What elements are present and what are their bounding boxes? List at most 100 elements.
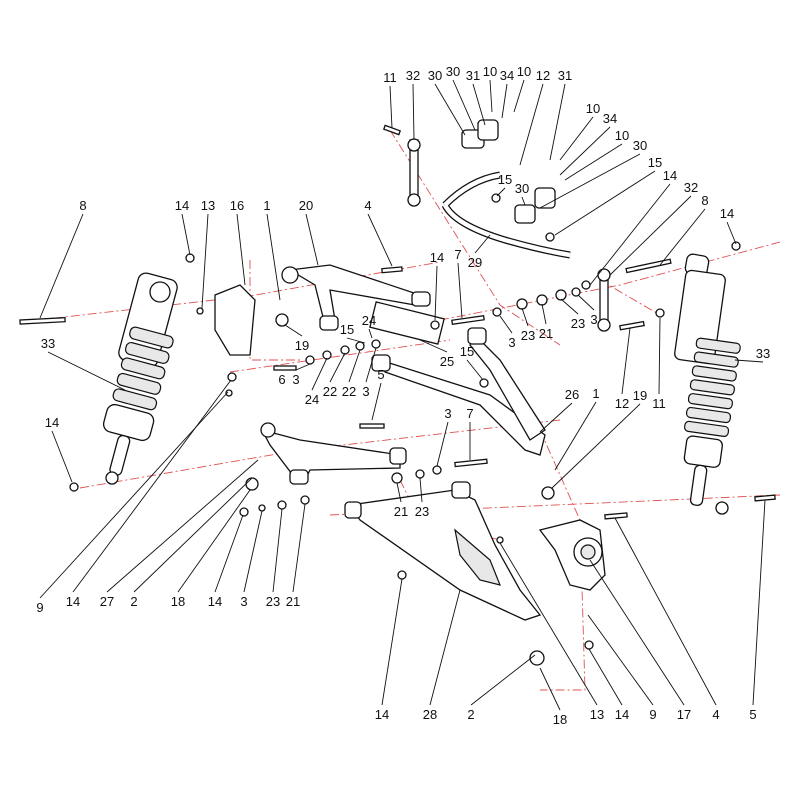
leader-line: [472, 83, 486, 126]
part-callout-30: 30: [446, 64, 460, 79]
leader-line: [365, 347, 377, 383]
leader-line: [346, 337, 366, 344]
part-callout-11: 11: [652, 396, 666, 411]
leader-line: [589, 559, 685, 706]
leader-line: [295, 363, 311, 371]
leader-line: [389, 85, 393, 129]
leader-line: [621, 327, 631, 395]
right-shock-absorber: [674, 253, 741, 515]
leader-line: [466, 359, 484, 381]
leader-line: [474, 234, 491, 254]
leader-line: [412, 83, 415, 141]
part-callout-10: 10: [615, 128, 629, 143]
part-callout-21: 21: [394, 504, 408, 519]
part-callout-3: 3: [444, 406, 451, 421]
part-callout-3: 3: [292, 372, 299, 387]
leader-line: [243, 510, 263, 593]
leader-line: [419, 477, 423, 503]
part-callout-1: 1: [592, 386, 599, 401]
leader-line: [541, 303, 547, 325]
part-callout-33: 33: [41, 336, 55, 351]
sway-bar: [407, 119, 611, 332]
leader-line: [368, 328, 373, 339]
part-callout-30: 30: [428, 68, 442, 83]
leader-line: [589, 183, 671, 286]
part-callout-30: 30: [633, 138, 647, 153]
steering-knuckle: [538, 519, 606, 591]
leader-line: [434, 265, 438, 321]
leader-line: [177, 489, 251, 593]
leader-lines: [39, 79, 766, 711]
leader-line: [292, 503, 306, 593]
leader-line: [521, 196, 526, 206]
right-lower-a-arm: [344, 481, 542, 621]
leader-line: [133, 477, 253, 593]
leader-line: [106, 459, 259, 593]
leader-line: [539, 402, 573, 433]
part-callout-21: 21: [286, 594, 300, 609]
part-callout-24: 24: [305, 392, 319, 407]
part-callout-31: 31: [558, 68, 572, 83]
part-callout-34: 34: [500, 68, 514, 83]
part-callout-2: 2: [467, 707, 474, 722]
leader-line: [609, 195, 692, 276]
leader-line: [519, 83, 544, 166]
part-callout-27: 27: [100, 594, 114, 609]
part-callout-15: 15: [648, 155, 662, 170]
part-callout-12: 12: [536, 68, 550, 83]
part-callout-17: 17: [677, 707, 691, 722]
part-callout-32: 32: [684, 180, 698, 195]
leader-line: [658, 317, 661, 395]
leader-line: [436, 421, 449, 467]
leader-line: [348, 349, 361, 383]
leader-line: [559, 126, 611, 176]
leader-line: [329, 352, 346, 383]
part-callout-14: 14: [663, 168, 677, 183]
leader-line: [214, 514, 244, 593]
leader-line: [554, 401, 597, 471]
leader-line: [47, 351, 126, 391]
leader-line: [659, 208, 706, 266]
leader-line: [305, 213, 319, 266]
part-callout-4: 4: [364, 198, 371, 213]
part-callout-23: 23: [266, 594, 280, 609]
leader-line: [396, 482, 402, 503]
leader-line: [499, 542, 598, 706]
part-callout-14: 14: [45, 415, 59, 430]
leader-line: [496, 187, 506, 197]
part-callout-23: 23: [415, 504, 429, 519]
part-callout-9: 9: [36, 600, 43, 615]
part-callout-15: 15: [460, 344, 474, 359]
leader-line: [367, 213, 393, 267]
leader-line: [236, 213, 246, 286]
leader-line: [726, 221, 737, 245]
leader-line: [434, 83, 466, 136]
part-callout-14: 14: [66, 594, 80, 609]
part-callout-13: 13: [201, 198, 215, 213]
leader-line: [577, 294, 595, 311]
part-callout-8: 8: [701, 193, 708, 208]
part-callout-4: 4: [712, 707, 719, 722]
part-callout-13: 13: [590, 707, 604, 722]
left-upper-a-arm: [214, 264, 445, 356]
part-callout-29: 29: [468, 255, 482, 270]
leader-line: [559, 116, 594, 161]
leader-line: [51, 430, 73, 483]
leader-line: [201, 213, 209, 309]
part-callout-34: 34: [603, 111, 617, 126]
leader-line: [549, 83, 566, 161]
part-callout-14: 14: [720, 206, 734, 221]
part-callout-14: 14: [208, 594, 222, 609]
part-callout-30: 30: [515, 181, 529, 196]
part-callout-21: 21: [539, 326, 553, 341]
leader-line: [539, 153, 641, 209]
part-callout-7: 7: [466, 406, 473, 421]
part-callout-28: 28: [423, 707, 437, 722]
part-callout-10: 10: [586, 101, 600, 116]
part-callout-15: 15: [340, 322, 354, 337]
leader-line: [499, 315, 513, 334]
leader-line: [419, 339, 448, 353]
